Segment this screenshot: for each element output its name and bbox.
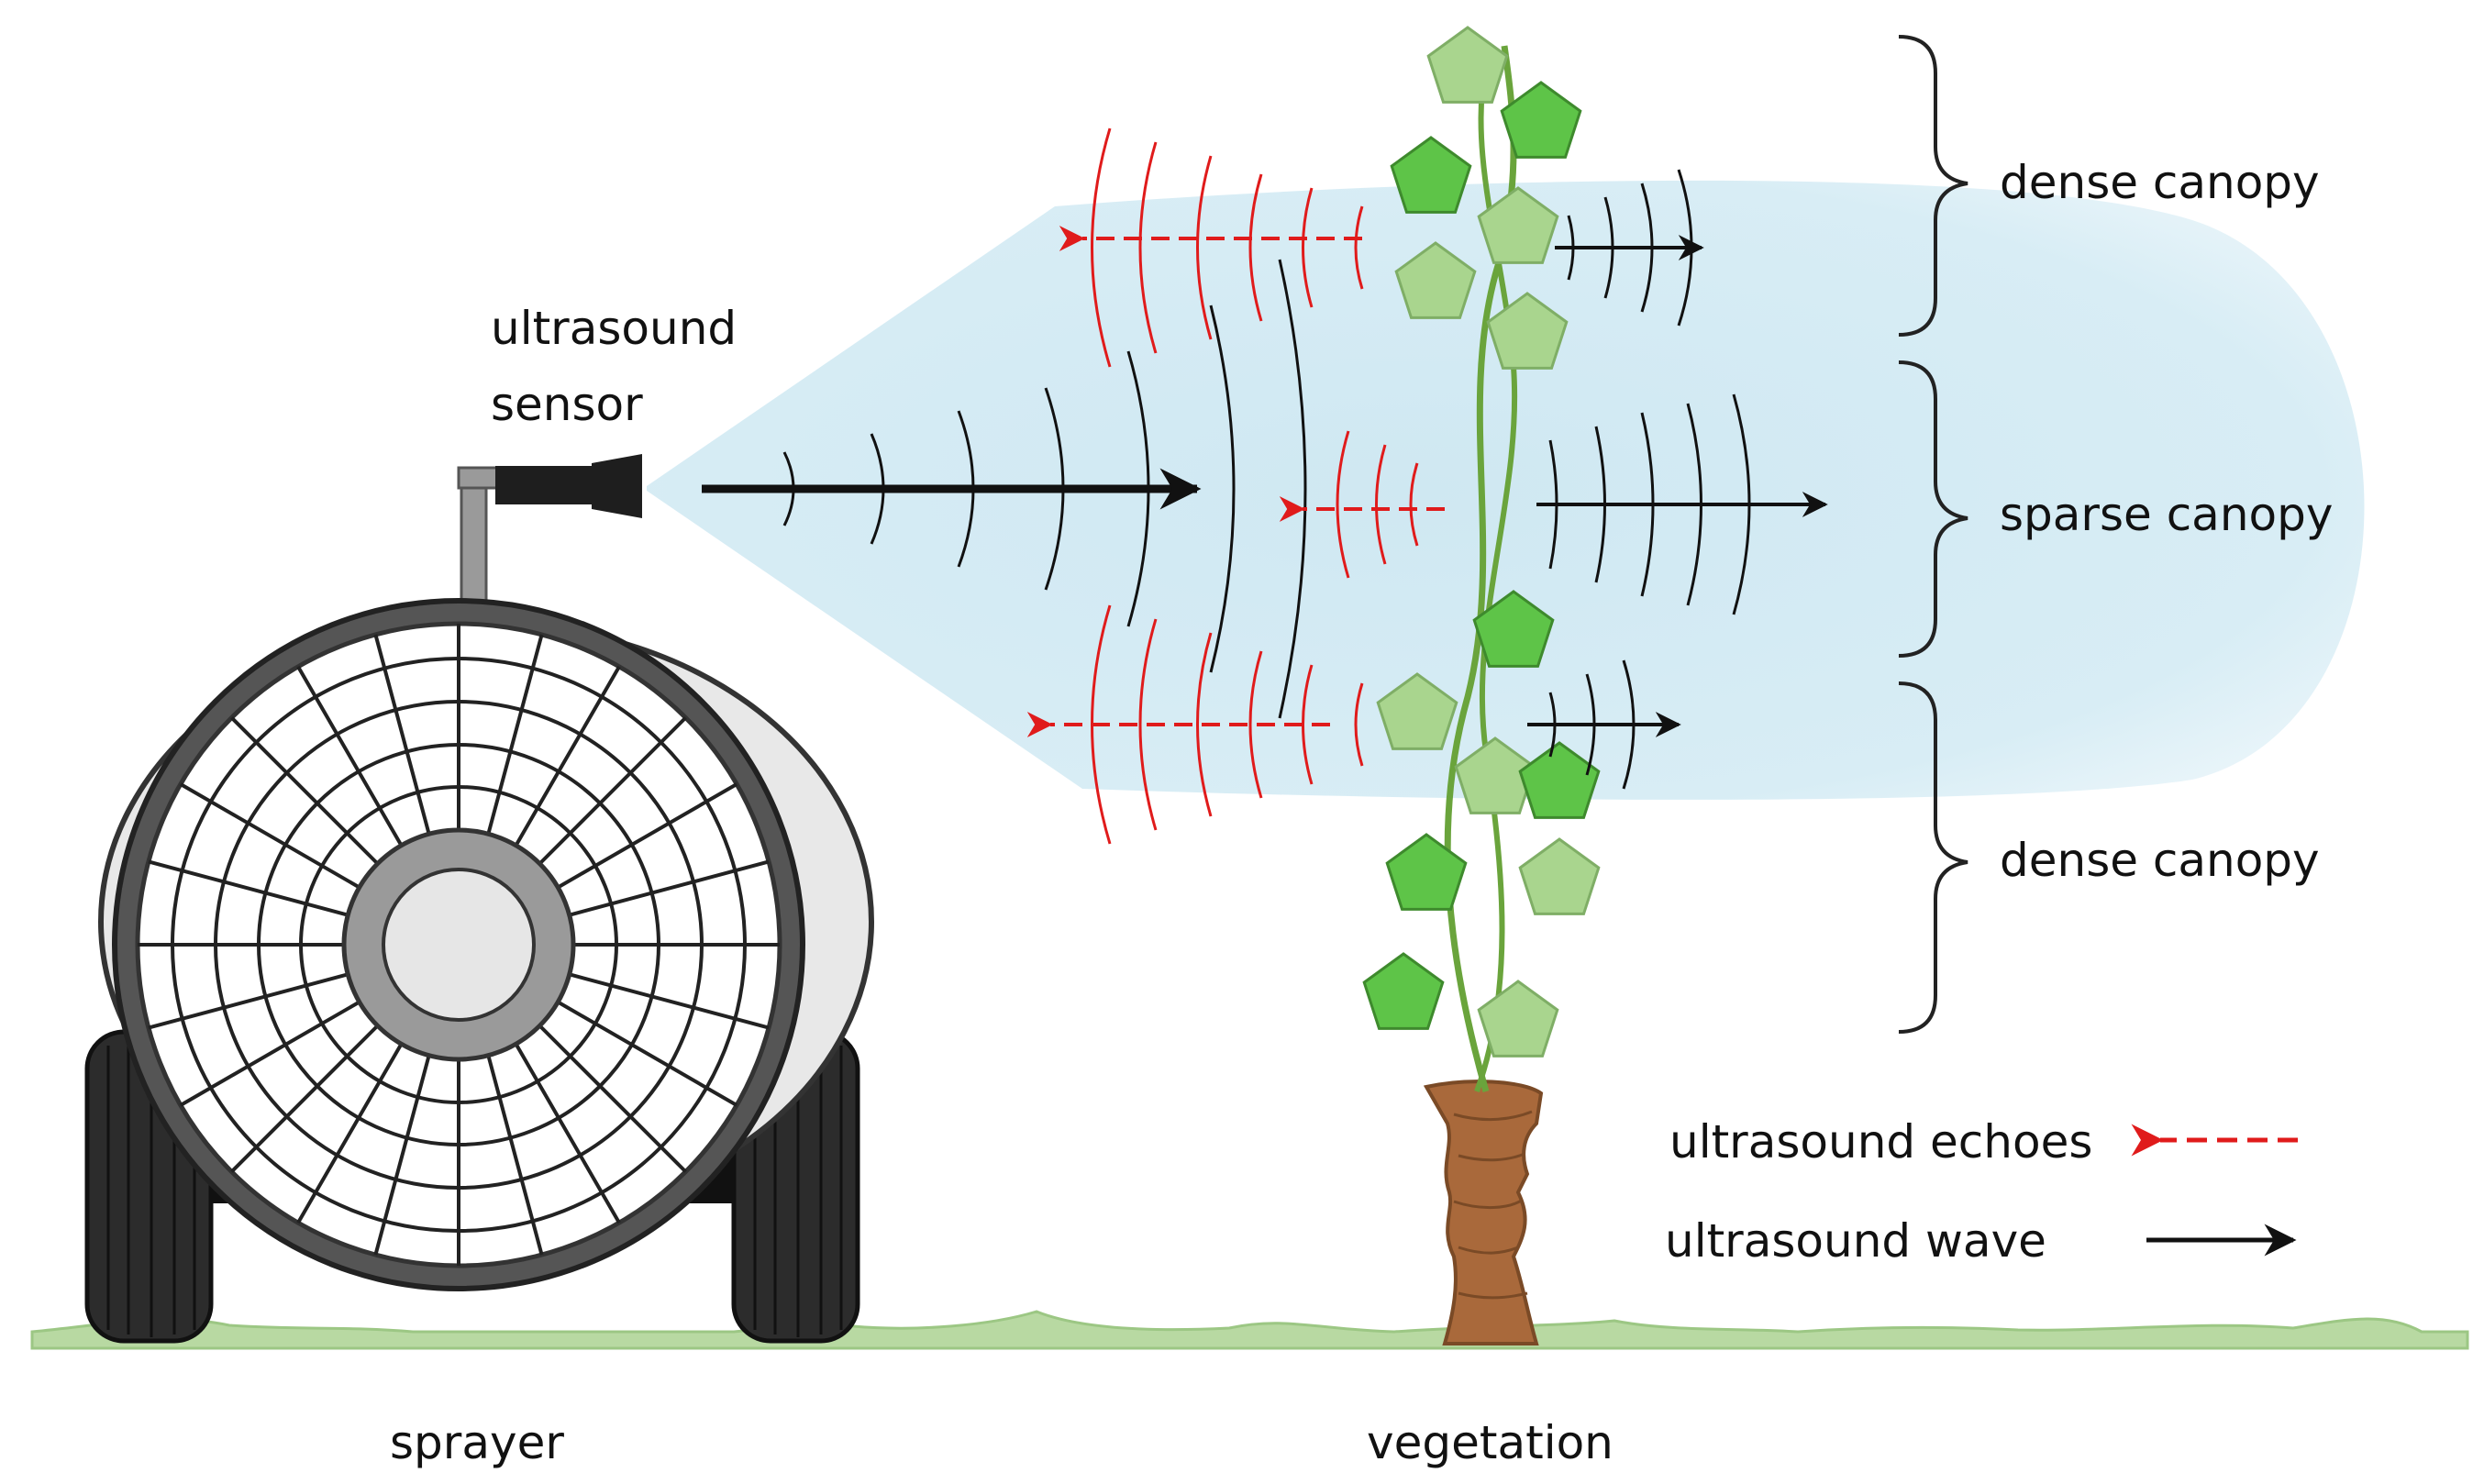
brace-top bbox=[1898, 35, 1968, 337]
sprayer-label: sprayer bbox=[390, 1416, 564, 1469]
leaf bbox=[1426, 26, 1509, 104]
leaf bbox=[1376, 672, 1458, 750]
echo-arc-top bbox=[1302, 187, 1314, 308]
fan-spoke bbox=[230, 716, 380, 866]
zone-label-middle: sparse canopy bbox=[2000, 488, 2333, 541]
brace-middle bbox=[1898, 360, 1968, 658]
fan-spoke bbox=[569, 972, 770, 1030]
fan-spoke bbox=[148, 972, 349, 1030]
sensor-label-line2: sensor bbox=[491, 378, 643, 431]
echo-arc-top bbox=[1248, 173, 1263, 322]
leaf bbox=[1477, 186, 1559, 264]
vegetation-plant bbox=[1362, 26, 1601, 1346]
echo-arc-middle bbox=[1336, 430, 1350, 579]
echo-arc-bottom bbox=[1248, 650, 1263, 799]
echo-arc-bottom bbox=[1354, 682, 1364, 767]
echo-arc-bottom bbox=[1196, 632, 1213, 817]
echo-arc-middle bbox=[1409, 462, 1419, 547]
leaf bbox=[1518, 741, 1601, 819]
leaf bbox=[1500, 81, 1582, 159]
leaf bbox=[1390, 136, 1472, 214]
echo-arc-middle bbox=[1375, 444, 1387, 565]
ultrasound-sensor bbox=[495, 454, 642, 518]
fan-spoke bbox=[557, 782, 738, 890]
echo-arc-bottom bbox=[1138, 618, 1158, 831]
fan-spoke bbox=[514, 1043, 621, 1224]
fan-spoke bbox=[296, 665, 404, 847]
echo-arc-bottom bbox=[1302, 664, 1314, 785]
echo-arc-top bbox=[1138, 141, 1158, 354]
leaf bbox=[1486, 292, 1569, 370]
sprayer bbox=[84, 454, 874, 1344]
fan-spoke bbox=[557, 1000, 738, 1107]
trunk bbox=[1423, 1080, 1544, 1346]
brace-bottom bbox=[1898, 681, 1968, 1034]
leaf bbox=[1394, 241, 1477, 319]
sensor-label-line1: ultrasound bbox=[491, 302, 737, 355]
leaf bbox=[1477, 980, 1559, 1058]
fan-grille bbox=[138, 624, 780, 1266]
sensor-mast bbox=[460, 468, 488, 618]
echo-arc-top bbox=[1196, 155, 1213, 340]
zone-label-bottom: dense canopy bbox=[2000, 834, 2320, 887]
leaf bbox=[1472, 590, 1555, 668]
emitted-wave-arc bbox=[1209, 305, 1236, 673]
fan-spoke bbox=[179, 782, 360, 890]
fan-spoke bbox=[486, 1055, 544, 1256]
legend-wave-label: ultrasound wave bbox=[1665, 1214, 2046, 1268]
fan-spoke bbox=[373, 634, 431, 835]
fan-spoke bbox=[514, 665, 621, 847]
fan-spoke bbox=[538, 1024, 687, 1173]
vegetation-label: vegetation bbox=[1367, 1416, 1613, 1469]
fan-spoke bbox=[373, 1055, 431, 1256]
echo-arc-top bbox=[1091, 127, 1112, 368]
canopy-braces bbox=[1898, 35, 1968, 1034]
echo-arc-top bbox=[1354, 205, 1364, 290]
fan-spoke bbox=[296, 1043, 404, 1224]
leaf bbox=[1518, 837, 1601, 915]
leaf bbox=[1385, 833, 1468, 911]
zone-label-top: dense canopy bbox=[2000, 156, 2320, 209]
fan-spoke bbox=[538, 716, 687, 866]
fan-spoke bbox=[230, 1024, 380, 1173]
leaf bbox=[1454, 736, 1536, 814]
fan-spoke bbox=[569, 859, 770, 917]
legend-echoes-label: ultrasound echoes bbox=[1669, 1115, 2092, 1168]
ground bbox=[30, 1310, 2469, 1350]
leaf bbox=[1362, 952, 1445, 1030]
fan-spoke bbox=[179, 1000, 360, 1107]
emitted-wave-arc bbox=[1278, 259, 1307, 719]
fan-spoke bbox=[486, 634, 544, 835]
fan-spoke bbox=[148, 859, 349, 917]
